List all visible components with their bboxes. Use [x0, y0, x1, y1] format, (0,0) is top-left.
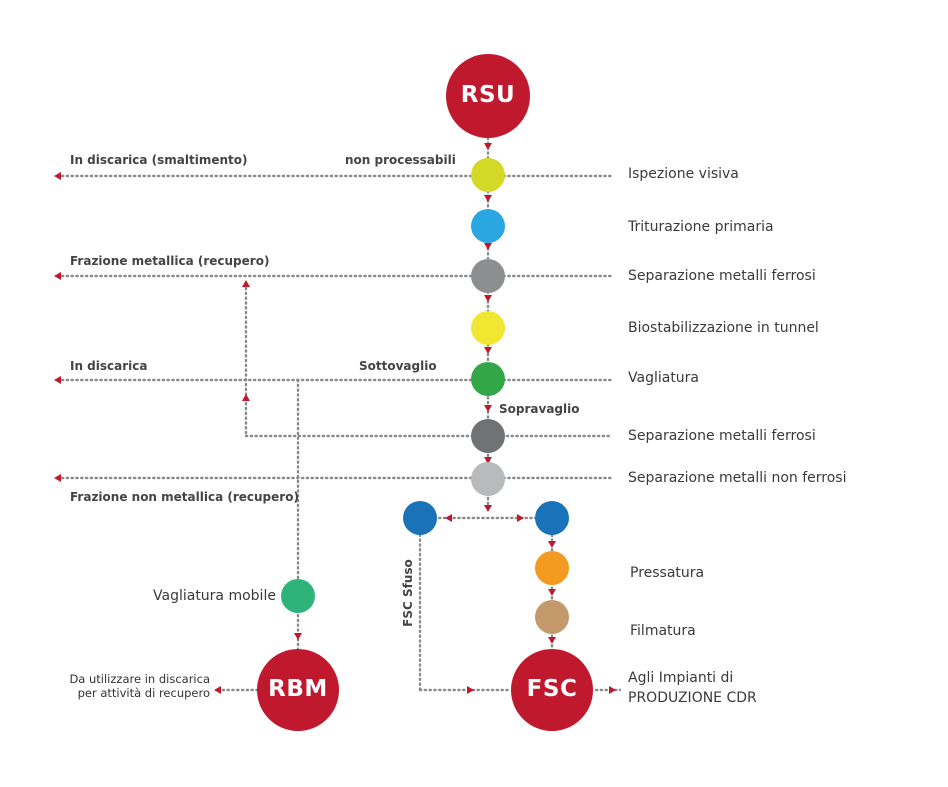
separazione-metalli-ferrosi-2-node: [471, 419, 505, 453]
loop-arrow-up-icon: [242, 280, 250, 287]
separazione-metalli-non-ferrosi-node: [471, 462, 505, 496]
step-label-separazione-metalli-ferrosi-2: Separazione metalli ferrosi: [628, 428, 816, 444]
step-label-biostabilizzazione: Biostabilizzazione in tunnel: [628, 320, 819, 336]
branch-arrow-down-icon: [548, 637, 556, 644]
triturazione-primaria-node: [471, 209, 505, 243]
spine-arrow-icon: [484, 457, 492, 464]
mobile-arrow-down-icon: [294, 633, 302, 640]
fsc-sfuso-node: [403, 501, 437, 535]
fsc-sfuso-arrow-icon: [467, 686, 474, 694]
label-in-discarica-smaltimento: In discarica (smaltimento): [70, 153, 248, 167]
filmatura-node: [535, 600, 569, 634]
rbm-output-arrow-icon: [214, 686, 221, 694]
spine-arrow-icon: [484, 295, 492, 302]
loop-arrow-up-icon: [242, 394, 250, 401]
rsu-node: [446, 54, 530, 138]
left-arrow-icon: [54, 376, 61, 384]
left-arrow-icon: [54, 272, 61, 280]
step-label-vagliatura: Vagliatura: [628, 370, 700, 386]
spine-arrow-icon: [484, 195, 492, 202]
step-label-separazione-metalli-ferrosi-1: Separazione metalli ferrosi: [628, 268, 816, 284]
fsc-output-line-2: PRODUZIONE CDR: [628, 690, 757, 706]
fsc-output-arrow-icon: [609, 686, 616, 694]
step-label-filmatura: Filmatura: [630, 623, 696, 639]
spine-arrow-icon: [484, 347, 492, 354]
step-label-pressatura: Pressatura: [630, 565, 705, 581]
rbm-output-line-2: per attività di recupero: [77, 686, 210, 700]
label-sottovaglio: Sottovaglio: [359, 359, 437, 373]
arrow-heads: [54, 143, 616, 694]
rbm-node: [257, 649, 339, 731]
label-non-processabili: non processabili: [345, 153, 456, 167]
spine-arrow-icon: [484, 505, 492, 512]
step-label-triturazione-primaria: Triturazione primaria: [628, 219, 774, 235]
branch-arrow-right-icon: [517, 514, 524, 522]
label-frazione-non-metallica: Frazione non metallica (recupero): [70, 490, 299, 504]
rbm-node-label: RBM: [268, 676, 328, 702]
label-in-discarica: In discarica: [70, 359, 148, 373]
rbm-output-line-1: Da utilizzare in discarica: [69, 672, 210, 686]
spine-arrow-icon: [484, 405, 492, 412]
fsc-node: [511, 649, 593, 731]
spine-arrow-icon: [484, 143, 492, 150]
left-arrow-icon: [54, 474, 61, 482]
label-sopravaglio: Sopravaglio: [499, 402, 580, 416]
ispezione-visiva-node: [471, 158, 505, 192]
label-fsc-sfuso: FSC Sfuso: [401, 559, 415, 627]
rsu-node-label: RSU: [460, 82, 516, 108]
biostabilizzazione-node: [471, 311, 505, 345]
branch-arrow-down-icon: [548, 541, 556, 548]
step-label-ispezione-visiva: Ispezione visiva: [628, 166, 739, 182]
vagliatura-node: [471, 362, 505, 396]
separazione-metalli-ferrosi-node: [471, 259, 505, 293]
label-frazione-metallica: Frazione metallica (recupero): [70, 254, 270, 268]
branch-arrow-left-icon: [445, 514, 452, 522]
connector-lines: [60, 136, 622, 692]
spine-arrow-icon: [484, 243, 492, 250]
step-label-vagliatura-mobile: Vagliatura mobile: [153, 588, 276, 604]
process-nodes: [257, 54, 593, 731]
fsc-node-label: FSC: [526, 676, 578, 702]
branch-arrow-down-icon: [548, 589, 556, 596]
step-label-separazione-metalli-non-ferrosi: Separazione metalli non ferrosi: [628, 470, 847, 486]
fsc-output-line-1: Agli Impianti di: [628, 670, 734, 686]
left-arrow-icon: [54, 172, 61, 180]
pressatura-node: [535, 551, 569, 585]
vagliatura-mobile-node: [281, 579, 315, 613]
fsc-branch-node: [535, 501, 569, 535]
